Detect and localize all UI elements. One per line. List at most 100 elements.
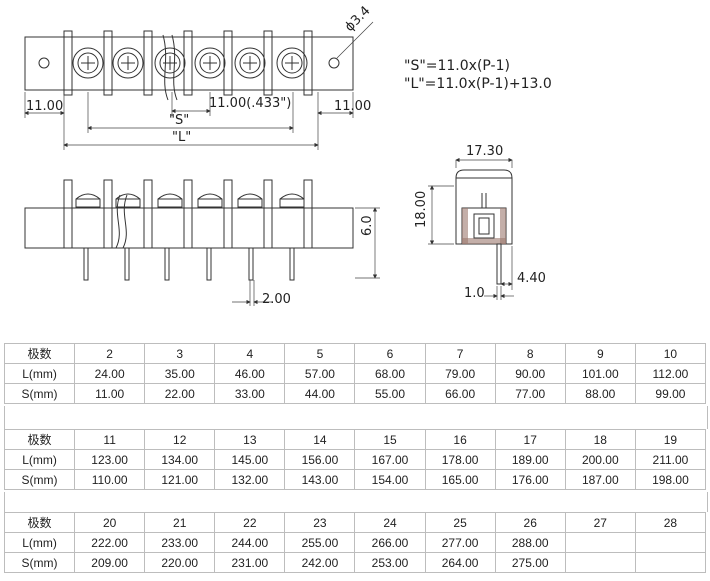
barrier bbox=[303, 179, 313, 249]
table-cell: 277.00 bbox=[424, 532, 496, 553]
table-cell: 90.00 bbox=[494, 363, 566, 384]
table-cell: 35.00 bbox=[144, 363, 216, 384]
table-cell: 10 bbox=[634, 343, 707, 364]
pin bbox=[206, 247, 212, 281]
dim-pin-thickness: 1.0 bbox=[464, 286, 485, 301]
table-cell: 176.00 bbox=[494, 469, 566, 490]
table-cell bbox=[634, 552, 707, 573]
table-cell: 253.00 bbox=[354, 552, 426, 573]
table-cell: 21 bbox=[144, 512, 216, 533]
table-cell: 198.00 bbox=[634, 469, 707, 490]
pin bbox=[164, 247, 170, 281]
barrier bbox=[263, 179, 273, 249]
label-s: "S" bbox=[169, 113, 189, 128]
table-cell: 79.00 bbox=[424, 363, 496, 384]
table-cell: 209.00 bbox=[74, 552, 146, 573]
dim-left-margin: 11.00 bbox=[26, 99, 63, 114]
table-cell: 4 bbox=[214, 343, 286, 364]
table-cell: 244.00 bbox=[214, 532, 286, 553]
barrier bbox=[103, 30, 113, 96]
barrier bbox=[103, 179, 113, 249]
table-cell: 22.00 bbox=[144, 383, 216, 404]
table-cell: 68.00 bbox=[354, 363, 426, 384]
row-header: 极数 bbox=[3, 512, 76, 533]
barrier bbox=[143, 179, 153, 249]
table-cell: 231.00 bbox=[214, 552, 286, 573]
table-cell: 15 bbox=[354, 429, 426, 450]
diameter-callout: ϕ3.4 bbox=[336, 4, 374, 59]
pin bbox=[124, 247, 130, 281]
table-cell: 77.00 bbox=[494, 383, 566, 404]
table-cell: 121.00 bbox=[144, 469, 216, 490]
table-cell: 167.00 bbox=[354, 449, 426, 470]
table-cell bbox=[634, 532, 707, 553]
table-cell: 13 bbox=[214, 429, 286, 450]
dim-pin-offset: 4.40 bbox=[517, 271, 546, 286]
barrier bbox=[63, 179, 73, 249]
table-cell: 156.00 bbox=[284, 449, 356, 470]
table-cell: 12 bbox=[144, 429, 216, 450]
table-cell: 5 bbox=[284, 343, 356, 364]
table-spacer bbox=[4, 406, 708, 429]
screw-icon bbox=[112, 47, 144, 79]
table-cell: 24.00 bbox=[74, 363, 146, 384]
table-cell: 14 bbox=[284, 429, 356, 450]
top-dimensions: 11.00 11.00(.433") "S" 11.00 "L" bbox=[24, 92, 371, 150]
row-header: S(mm) bbox=[3, 469, 76, 490]
screw-head-icon bbox=[279, 193, 305, 208]
barrier bbox=[223, 179, 233, 249]
table-cell: 242.00 bbox=[284, 552, 356, 573]
table-cell: 6 bbox=[354, 343, 426, 364]
table-cell: 24 bbox=[354, 512, 426, 533]
table-cell: 288.00 bbox=[494, 532, 566, 553]
side-view bbox=[455, 169, 513, 285]
side-dimensions: 17.30 18.00 4.40 1.0 bbox=[414, 144, 546, 301]
barrier bbox=[183, 179, 193, 249]
screw-head-icon bbox=[237, 193, 263, 208]
table-cell bbox=[564, 552, 636, 573]
table-cell bbox=[564, 532, 636, 553]
table-cell: 154.00 bbox=[354, 469, 426, 490]
table-cell: 20 bbox=[74, 512, 146, 533]
table-spacer bbox=[4, 492, 708, 512]
table-cell: 8 bbox=[494, 343, 566, 364]
table-cell: 143.00 bbox=[284, 469, 356, 490]
table-cell: 145.00 bbox=[214, 449, 286, 470]
barrier bbox=[63, 30, 73, 96]
table-cell: 101.00 bbox=[564, 363, 636, 384]
table-cell: 66.00 bbox=[424, 383, 496, 404]
dim-pin-spacing: 2.00 bbox=[262, 292, 291, 307]
table-cell: 123.00 bbox=[74, 449, 146, 470]
table-cell: 27 bbox=[564, 512, 636, 533]
table-cell: 3 bbox=[144, 343, 216, 364]
table-cell: 112.00 bbox=[634, 363, 707, 384]
table-cell: 28 bbox=[634, 512, 707, 533]
barrier bbox=[263, 30, 273, 96]
table-cell: 17 bbox=[494, 429, 566, 450]
table-cell: 7 bbox=[424, 343, 496, 364]
row-header: L(mm) bbox=[3, 363, 76, 384]
dim-height: 18.00 bbox=[414, 191, 429, 228]
table-cell: 46.00 bbox=[214, 363, 286, 384]
dim-width: 17.30 bbox=[466, 144, 503, 159]
table-cell: 132.00 bbox=[214, 469, 286, 490]
screw-icon bbox=[72, 47, 104, 79]
table-cell: 25 bbox=[424, 512, 496, 533]
screw-head-icon bbox=[157, 193, 183, 208]
table-cell: 33.00 bbox=[214, 383, 286, 404]
table-cell: 200.00 bbox=[564, 449, 636, 470]
front-dimensions: 6.0 2.00 bbox=[232, 207, 380, 307]
pin bbox=[289, 247, 295, 281]
row-header: L(mm) bbox=[3, 532, 76, 553]
table-cell: 19 bbox=[634, 429, 707, 450]
table-cell: 22 bbox=[214, 512, 286, 533]
table-cell: 255.00 bbox=[284, 532, 356, 553]
